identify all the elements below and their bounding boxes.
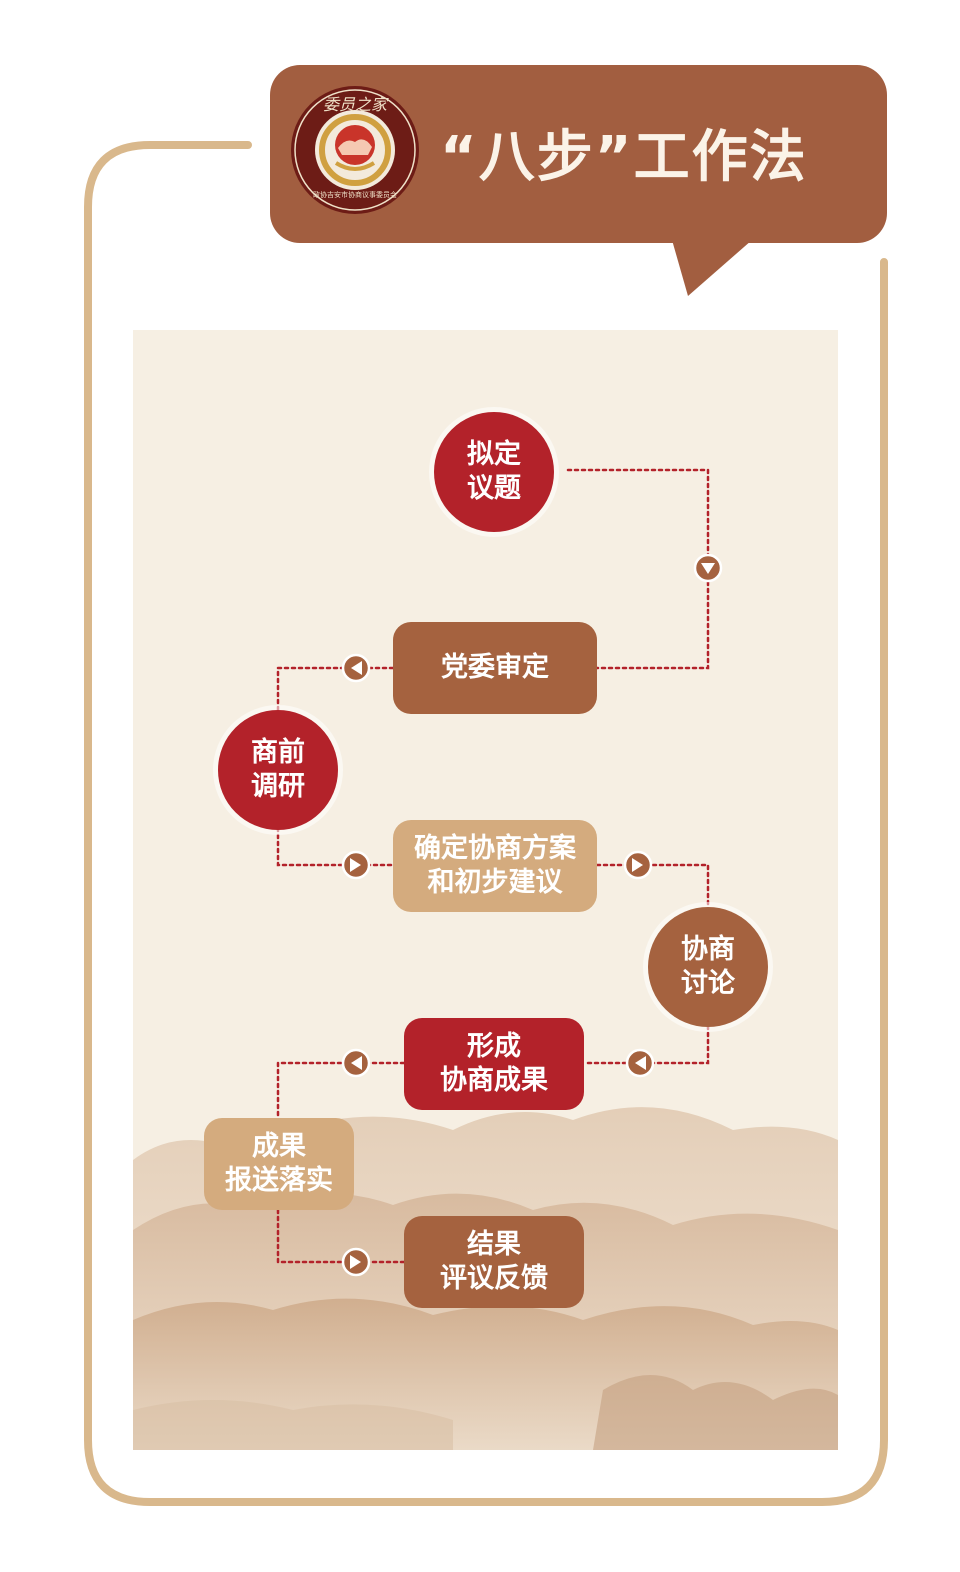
step-node-evaluation-feedback: 结果 评议反馈 xyxy=(404,1216,584,1308)
logo-bottom-text: 政协吉安市协商议事委员会 xyxy=(313,190,397,199)
cppcc-emblem-logo: 委员之家 政协吉安市协商议事委员会 xyxy=(291,86,419,214)
step-node-pre-research: 商前 调研 xyxy=(218,710,338,830)
logo-arc-text: 委员之家 xyxy=(323,95,389,114)
step-label-line: 成果 xyxy=(252,1131,306,1162)
step-label-line: 议题 xyxy=(467,473,521,504)
page-title: “八步”工作法 xyxy=(440,125,808,190)
step-label-line: 形成 xyxy=(467,1031,521,1062)
step-label-line: 报送落实 xyxy=(225,1165,333,1196)
step-label-line: 确定协商方案 xyxy=(414,833,576,864)
step-label-line: 商前 xyxy=(251,737,305,768)
step-label-line: 党委审定 xyxy=(441,652,549,683)
step-label-line: 结果 xyxy=(467,1229,521,1260)
step-node-plan-proposal: 确定协商方案 和初步建议 xyxy=(393,820,597,912)
step-label-line: 调研 xyxy=(251,771,305,802)
step-node-submit-implement: 成果 报送落实 xyxy=(204,1118,354,1210)
step-label-line: 拟定 xyxy=(467,439,521,470)
step-node-party-review: 党委审定 xyxy=(393,622,597,714)
step-label-line: 讨论 xyxy=(681,968,735,999)
step-label-line: 和初步建议 xyxy=(427,867,563,898)
step-label-line: 协商 xyxy=(681,934,735,965)
step-label-line: 评议反馈 xyxy=(440,1263,548,1294)
step-node-form-results: 形成 协商成果 xyxy=(404,1018,584,1110)
header-pointer xyxy=(672,240,752,296)
step-node-consultation: 协商 讨论 xyxy=(648,907,768,1027)
step-node-draft-topic: 拟定 议题 xyxy=(434,412,554,532)
step-label-line: 协商成果 xyxy=(440,1065,548,1096)
